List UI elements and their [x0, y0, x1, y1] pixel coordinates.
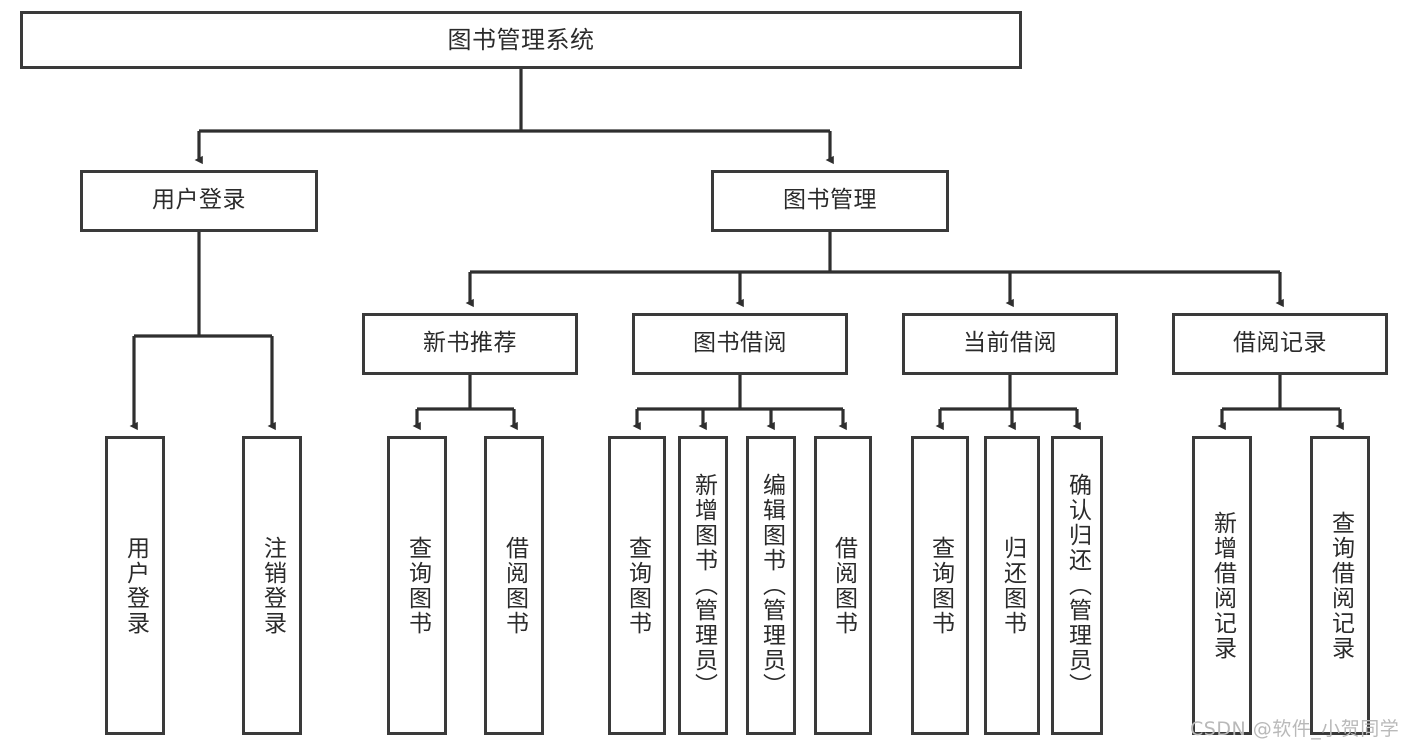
node-leaf-borrow-book-1[interactable]: 借阅图书: [484, 436, 544, 735]
node-leaf-query-book-3-label: 查询图书: [927, 535, 954, 636]
node-leaf-logout-label: 注销登录: [259, 535, 286, 636]
node-leaf-query-book-2[interactable]: 查询图书: [608, 436, 666, 735]
node-leaf-borrow-book-2-label: 借阅图书: [830, 535, 857, 636]
node-leaf-add-book-label: 新增图书（管理员）: [690, 473, 717, 698]
node-borrow-record[interactable]: 借阅记录: [1172, 313, 1388, 375]
node-borrow-record-label: 借阅记录: [1233, 330, 1327, 357]
node-leaf-confirm-return-label: 确认归还（管理员）: [1064, 473, 1091, 698]
node-book-borrow[interactable]: 图书借阅: [632, 313, 848, 375]
node-leaf-query-book-3[interactable]: 查询图书: [911, 436, 969, 735]
node-leaf-logout[interactable]: 注销登录: [242, 436, 302, 735]
node-leaf-edit-book[interactable]: 编辑图书（管理员）: [746, 436, 796, 735]
node-current-borrow-label: 当前借阅: [963, 330, 1057, 357]
node-leaf-add-book[interactable]: 新增图书（管理员）: [678, 436, 728, 735]
node-leaf-borrow-book-2[interactable]: 借阅图书: [814, 436, 872, 735]
node-leaf-return-book[interactable]: 归还图书: [984, 436, 1040, 735]
node-leaf-query-book-1-label: 查询图书: [404, 535, 431, 636]
node-leaf-query-record[interactable]: 查询借阅记录: [1310, 436, 1370, 735]
node-user-login-label: 用户登录: [152, 187, 246, 214]
node-root[interactable]: 图书管理系统: [20, 11, 1022, 69]
node-new-book-recommend[interactable]: 新书推荐: [362, 313, 578, 375]
watermark: CSDN @软件_小贺同学: [1190, 718, 1400, 740]
node-leaf-user-login-label: 用户登录: [122, 535, 149, 636]
node-leaf-add-record-label: 新增借阅记录: [1209, 510, 1236, 661]
node-leaf-return-book-label: 归还图书: [999, 535, 1026, 636]
node-leaf-user-login[interactable]: 用户登录: [105, 436, 165, 735]
node-leaf-query-book-2-label: 查询图书: [624, 535, 651, 636]
node-leaf-add-record[interactable]: 新增借阅记录: [1192, 436, 1252, 735]
node-leaf-borrow-book-1-label: 借阅图书: [501, 535, 528, 636]
node-new-book-recommend-label: 新书推荐: [423, 330, 517, 357]
node-leaf-edit-book-label: 编辑图书（管理员）: [758, 473, 785, 698]
node-book-borrow-label: 图书借阅: [693, 330, 787, 357]
node-leaf-query-book-1[interactable]: 查询图书: [387, 436, 447, 735]
node-current-borrow[interactable]: 当前借阅: [902, 313, 1118, 375]
node-leaf-confirm-return[interactable]: 确认归还（管理员）: [1051, 436, 1103, 735]
node-leaf-query-record-label: 查询借阅记录: [1327, 510, 1354, 661]
node-user-login[interactable]: 用户登录: [80, 170, 318, 232]
node-book-manage[interactable]: 图书管理: [711, 170, 949, 232]
node-book-manage-label: 图书管理: [783, 187, 877, 214]
node-root-label: 图书管理系统: [447, 25, 595, 54]
